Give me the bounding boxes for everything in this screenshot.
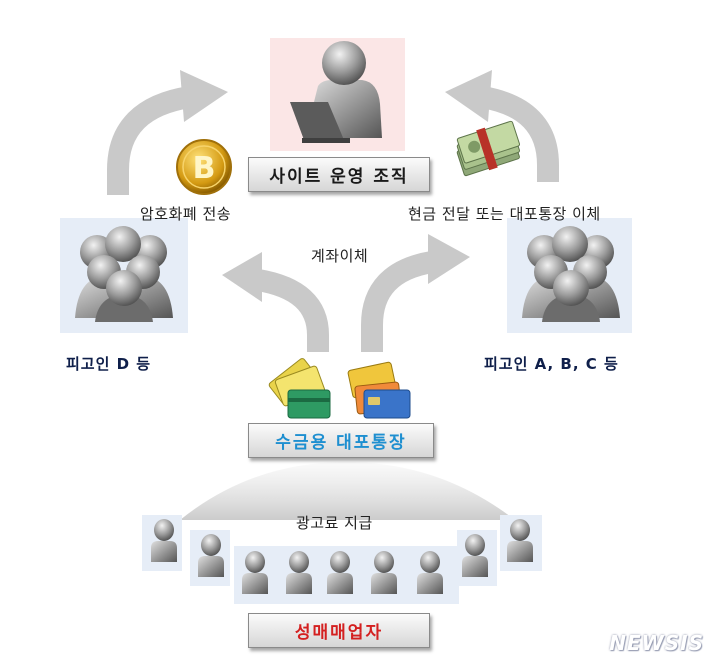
defendant-d-label: 피고인 D 등 — [66, 355, 152, 373]
cash-bundle-icon — [456, 120, 521, 177]
edge-label-ad-fee: 광고료 지급 — [296, 514, 373, 532]
edge-label-cash: 현금 전달 또는 대포통장 이체 — [408, 205, 601, 223]
arrow-abc-to-org-head — [445, 70, 492, 122]
arrow-account-to-d — [255, 269, 329, 352]
group-icon-right — [522, 226, 620, 322]
group-icon-left — [75, 226, 173, 322]
bank-card-icon-left — [268, 358, 331, 419]
edge-label-crypto: 암호화폐 전송 — [140, 205, 232, 223]
arrow-account-to-d-head — [222, 252, 262, 302]
org-label: 사이트 운영 조직 — [248, 157, 430, 192]
user-laptop-icon — [290, 41, 382, 143]
defendant-abc-label: 피고인 A, B, C 등 — [484, 355, 619, 373]
arrow-account-to-abc-head — [428, 234, 470, 284]
arrow-account-to-abc — [361, 251, 435, 352]
arrow-d-to-org-head — [180, 70, 228, 122]
svg-text:B: B — [193, 151, 216, 186]
bitcoin-icon: B — [176, 139, 232, 195]
account-label: 수금용 대포통장 — [248, 423, 434, 458]
arrow-d-to-org — [107, 86, 192, 195]
brothel-label: 성매매업자 — [248, 613, 430, 648]
newsis-watermark: NEWSIS — [609, 631, 704, 655]
arrow-abc-to-org — [479, 86, 559, 182]
bank-card-icon-right — [347, 361, 411, 419]
edge-label-transfer: 계좌이체 — [311, 247, 369, 265]
funnel-up-shape — [180, 462, 515, 520]
